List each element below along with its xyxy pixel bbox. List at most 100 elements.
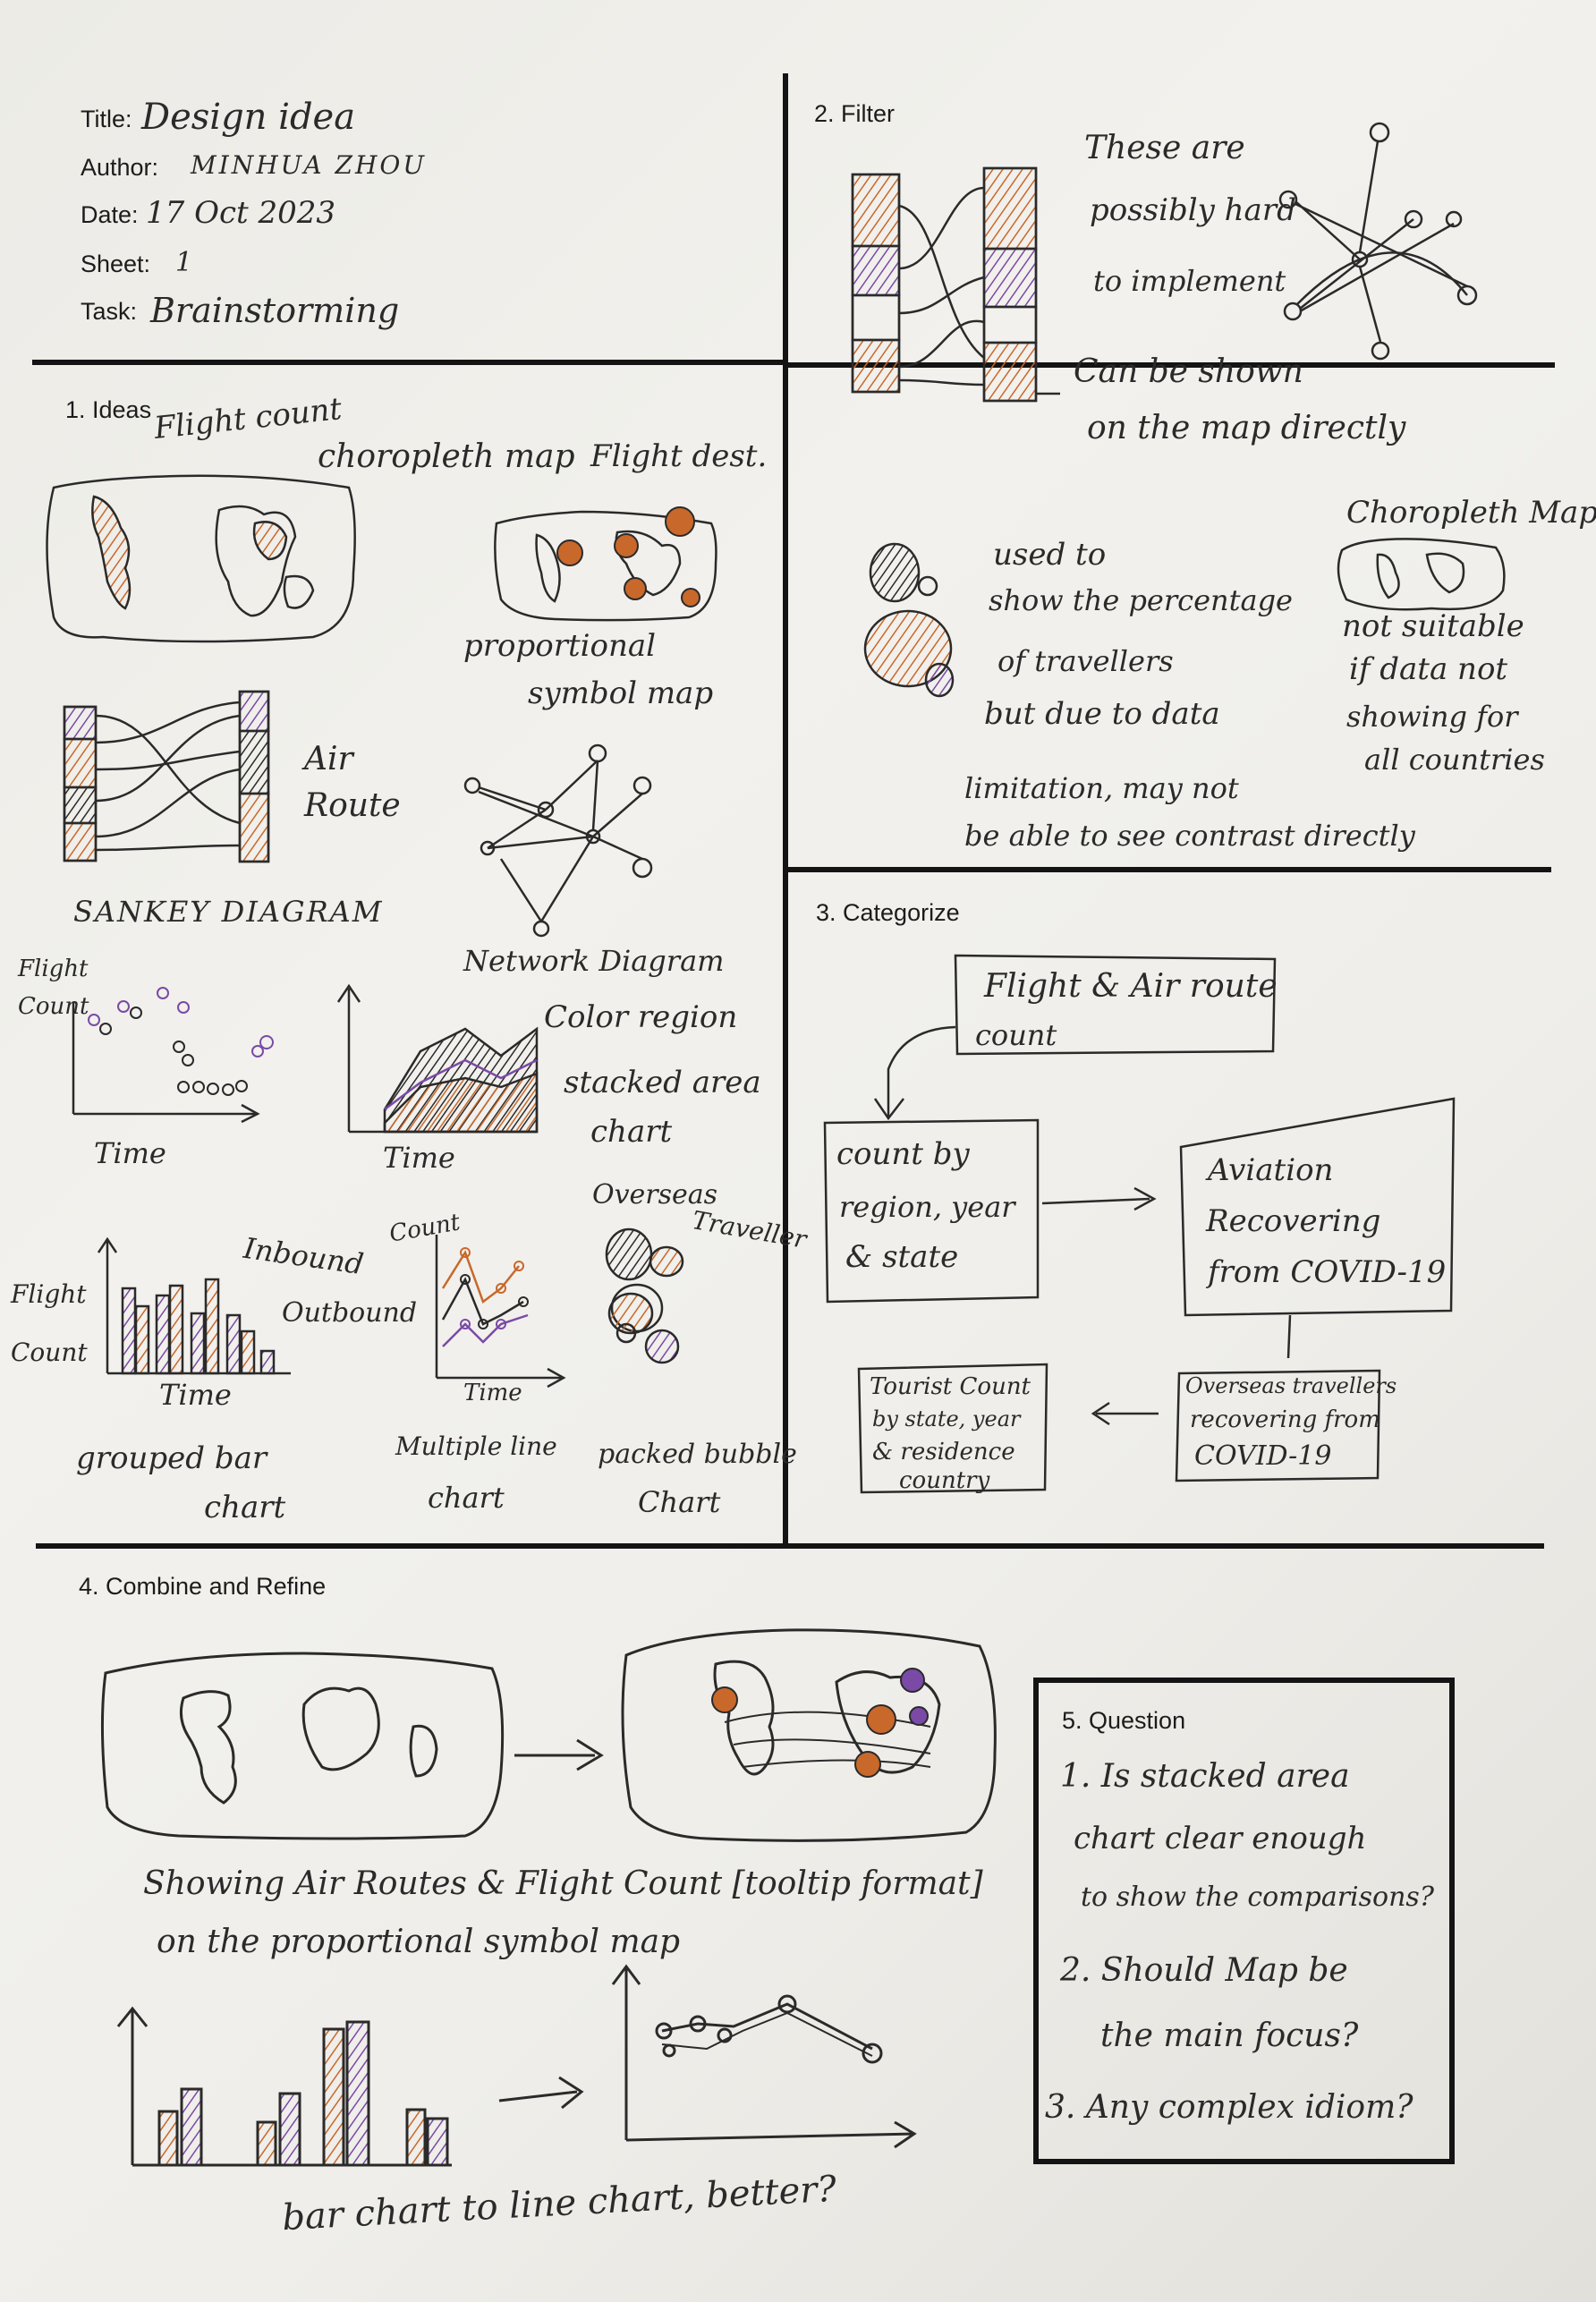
filter-hard-3: to implement bbox=[1093, 264, 1286, 298]
cat-box2-line3: & state bbox=[845, 1239, 959, 1275]
idea-grouped-bar-2: chart bbox=[204, 1490, 286, 1525]
combine-line-chart bbox=[611, 1964, 917, 2149]
idea-stacked-area-2: chart bbox=[590, 1114, 673, 1150]
author-value: MINHUA ZHOU bbox=[191, 150, 427, 180]
idea-bar-ylabel-1: Flight bbox=[11, 1279, 87, 1309]
section-filter-heading: 2. Filter bbox=[814, 100, 896, 127]
idea-multiple-line-1: Multiple line bbox=[395, 1431, 557, 1461]
cat-box2-line1: count by bbox=[836, 1136, 970, 1172]
idea-overseas: Overseas bbox=[592, 1179, 718, 1210]
idea-line-time: Time bbox=[463, 1380, 522, 1406]
filter-choropleth-title: Choropleth Map bbox=[1346, 495, 1596, 531]
cat-box5-line2: by state, year bbox=[872, 1406, 1021, 1431]
stacked-area-chart-sketch bbox=[336, 983, 539, 1134]
cat-box1-line2: count bbox=[975, 1018, 1057, 1052]
idea-packed-bubble-2: Chart bbox=[638, 1485, 721, 1519]
combine-choropleth-map bbox=[100, 1652, 505, 1840]
section-question-heading: 5. Question bbox=[1062, 1707, 1186, 1734]
question-2-line1: 2. Should Map be bbox=[1060, 1952, 1348, 1989]
filter-choropleth-sketch bbox=[1337, 538, 1506, 611]
filter-used-1: used to bbox=[993, 537, 1107, 573]
question-1-line3: to show the comparisons? bbox=[1081, 1882, 1434, 1913]
idea-bar-ylabel-2: Count bbox=[11, 1338, 88, 1367]
title-value: Design idea bbox=[141, 97, 356, 138]
idea-color-region: Color region bbox=[544, 999, 738, 1035]
date-label: Date: bbox=[81, 201, 139, 228]
filter-used-3: of travellers bbox=[998, 644, 1174, 678]
section-categorize-heading: 3. Categorize bbox=[816, 899, 960, 926]
filter-used-5: limitation, may not bbox=[964, 771, 1239, 805]
combine-proportional-map bbox=[621, 1628, 997, 1842]
idea-multiple-line-2: chart bbox=[428, 1481, 505, 1515]
cat-box5-line4: country bbox=[899, 1467, 990, 1494]
idea-route: Route bbox=[304, 787, 401, 824]
question-1-line1: 1. Is stacked area bbox=[1060, 1758, 1350, 1795]
idea-symbol-map: symbol map bbox=[528, 675, 714, 711]
filter-shown-2: on the map directly bbox=[1087, 410, 1406, 446]
cat-box5-line1: Tourist Count bbox=[870, 1373, 1031, 1400]
filter-used-4: but due to data bbox=[984, 696, 1220, 732]
date-value: 17 Oct 2023 bbox=[146, 195, 335, 231]
cat-box4-line1: Overseas travellers bbox=[1185, 1373, 1397, 1398]
idea-sankey-label: SANKEY DIAGRAM bbox=[73, 895, 384, 929]
idea-choropleth-map: choropleth map bbox=[318, 438, 575, 475]
task-label: Task: bbox=[81, 298, 138, 325]
filter-used-2: show the percentage bbox=[989, 583, 1293, 617]
filter-not-2: if data not bbox=[1349, 651, 1508, 687]
idea-grouped-bar-1: grouped bar bbox=[76, 1440, 267, 1476]
filter-hard-2: possibly hard bbox=[1090, 192, 1296, 228]
idea-air: Air bbox=[304, 741, 353, 777]
categorize-flow-boxes bbox=[823, 954, 1456, 1494]
question-2-line2: the main focus? bbox=[1100, 2017, 1359, 2054]
combine-arrow-1 bbox=[514, 1738, 604, 1771]
cat-box1-line1: Flight & Air route bbox=[984, 968, 1278, 1005]
sheet-value: 1 bbox=[175, 247, 193, 278]
idea-proportional: proportional bbox=[463, 628, 657, 664]
cat-box4-line3: COVID-19 bbox=[1194, 1440, 1332, 1472]
filter-hard-1: These are bbox=[1084, 130, 1245, 166]
question-1-line2: chart clear enough bbox=[1074, 1821, 1367, 1856]
packed-bubble-chart-sketch bbox=[605, 1227, 684, 1364]
title-label: Title: bbox=[81, 106, 132, 132]
filter-bubble-sketch bbox=[863, 542, 955, 698]
idea-bar-time: Time bbox=[159, 1378, 232, 1412]
idea-scatter-ylabel-2: Count bbox=[18, 993, 89, 1020]
filter-used-6: be able to see contrast directly bbox=[964, 819, 1415, 853]
filter-not-3: showing for bbox=[1346, 700, 1518, 734]
cat-box3-line1: Aviation bbox=[1208, 1152, 1334, 1188]
idea-area-time: Time bbox=[383, 1141, 455, 1175]
cat-box2-line2: region, year bbox=[839, 1190, 1015, 1224]
idea-flight-dest: Flight dest. bbox=[590, 438, 768, 474]
filter-sankey-sketch bbox=[851, 166, 1060, 403]
cat-box4-line2: recovering from bbox=[1190, 1406, 1380, 1433]
section-ideas-heading: 1. Ideas bbox=[65, 396, 152, 423]
idea-network-label: Network Diagram bbox=[463, 944, 725, 978]
cat-box3-line3: from COVID-19 bbox=[1208, 1254, 1447, 1290]
task-value: Brainstorming bbox=[150, 291, 400, 330]
idea-packed-bubble-1: packed bubble bbox=[598, 1439, 797, 1470]
proportional-symbol-map-sketch bbox=[494, 506, 717, 622]
grouped-bar-chart-sketch bbox=[97, 1236, 291, 1375]
filter-shown-1: Can be shown bbox=[1074, 353, 1303, 390]
sheet-label: Sheet: bbox=[81, 251, 151, 277]
combine-bar-chart bbox=[116, 2006, 452, 2167]
cat-box5-line3: & residence bbox=[872, 1439, 1015, 1465]
combine-caption-1: Showing Air Routes & Flight Count [toolt… bbox=[143, 1865, 983, 1902]
scatter-plot-sketch bbox=[72, 987, 274, 1124]
sankey-diagram-sketch bbox=[63, 690, 270, 863]
combine-caption-2: on the proportional symbol map bbox=[157, 1924, 681, 1960]
filter-not-1: not suitable bbox=[1342, 608, 1524, 644]
question-3: 3. Any complex idiom? bbox=[1045, 2089, 1413, 2126]
author-label: Author: bbox=[81, 154, 159, 181]
choropleth-map-sketch bbox=[46, 474, 356, 643]
idea-outbound: Outbound bbox=[282, 1297, 418, 1329]
section-combine-heading: 4. Combine and Refine bbox=[79, 1573, 327, 1600]
filter-not-4: all countries bbox=[1364, 743, 1545, 777]
filter-network-sketch bbox=[1278, 122, 1478, 361]
cat-box3-line2: Recovering bbox=[1206, 1203, 1381, 1239]
combine-arrow-2 bbox=[498, 2076, 584, 2110]
network-diagram-sketch bbox=[463, 743, 653, 938]
idea-stacked-area-1: stacked area bbox=[564, 1065, 761, 1100]
